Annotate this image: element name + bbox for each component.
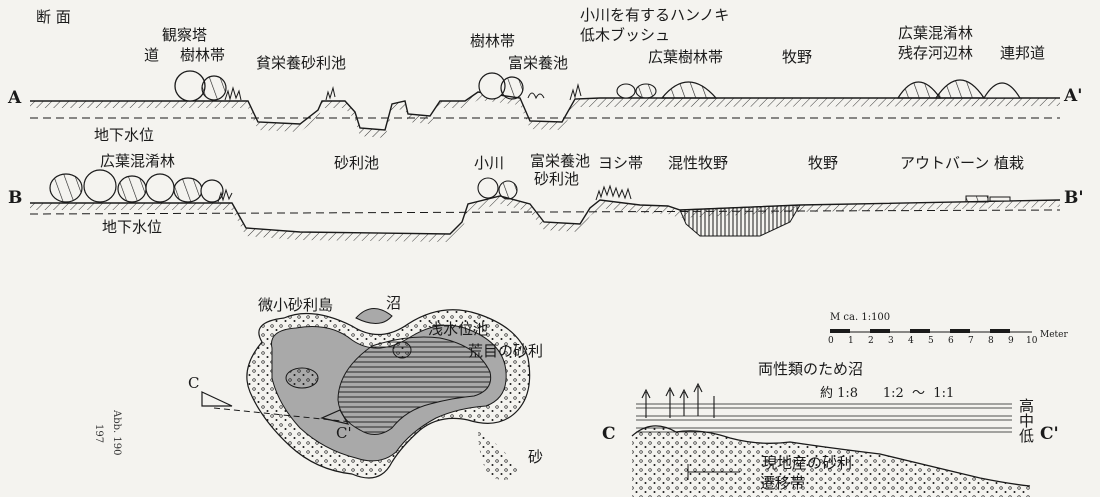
label-rich-pond-b: 富栄養池 [530, 152, 591, 170]
section-c-right-letter: C' [1040, 424, 1059, 444]
scale-tick-6: 6 [948, 336, 954, 346]
label-plan-c: C [188, 374, 200, 392]
scale-unit: Meter [1040, 330, 1068, 340]
section-c-profile [631, 329, 1032, 497]
label-road: 道 [144, 46, 160, 64]
scale-tick-3: 3 [888, 336, 894, 346]
label-gravel-pond-b2: 砂利池 [534, 170, 580, 188]
label-reed-belt: ヨシ帯 [598, 154, 644, 172]
label-broadleaf-belt: 広葉樹林帯 [648, 48, 724, 66]
section-a-right-letter: A' [1064, 86, 1083, 106]
scale-tick-1: 1 [848, 336, 854, 346]
figure-ref: Abb. 190 [111, 410, 122, 456]
section-c-left-letter: C [602, 424, 616, 444]
label-mixed-pasture: 混性牧野 [668, 154, 729, 172]
label-shallow-pond: 浅水位池 [428, 320, 489, 338]
label-poor-gravel-pond: 貧栄養砂利池 [256, 54, 347, 72]
label-tree-belt-1: 樹林帯 [180, 46, 226, 64]
level-low: 低 [1017, 428, 1035, 443]
page-number: 197 [93, 424, 104, 444]
heading: 断 面 [36, 8, 71, 26]
label-pasture-a: 牧野 [782, 48, 813, 66]
label-tree-belt-2: 樹林帯 [470, 32, 516, 50]
scale-tick-10: 10 [1026, 336, 1038, 346]
label-federal-road: 連邦道 [1000, 44, 1046, 62]
scale-tick-4: 4 [908, 336, 914, 346]
section-b-left-letter: B [8, 188, 23, 208]
scale-tick-7: 7 [968, 336, 974, 346]
section-b-profile [29, 169, 1061, 242]
label-observation-tower: 観察塔 [162, 26, 208, 44]
label-fine-gravel-island: 微小砂利島 [258, 296, 334, 314]
scale-label: M ca. 1:100 [830, 312, 891, 323]
section-a-profile [30, 70, 1060, 138]
scale-tick-9: 9 [1008, 336, 1014, 346]
level-high: 高 [1017, 398, 1035, 413]
label-rich-pond-a: 富栄養池 [508, 54, 569, 72]
scale-tick-5: 5 [928, 336, 934, 346]
label-alder-line2: 低木ブッシュ [580, 26, 671, 44]
label-groundwater-b: 地下水位 [102, 218, 163, 236]
label-pasture-b: 牧野 [808, 154, 839, 172]
section-b-right-letter: B' [1064, 188, 1084, 208]
label-autobahn: アウトバーン 植栽 [900, 154, 1025, 172]
label-gravel-pond-b: 砂利池 [334, 154, 380, 172]
level-mid: 中 [1017, 413, 1035, 428]
label-stream: 小川 [474, 154, 505, 172]
section-a-left-letter: A [8, 88, 22, 108]
label-mixed-forest-b: 広葉混淆林 [100, 152, 176, 170]
plan-view [201, 308, 531, 481]
label-riparian-forest: 残存河辺林 [898, 44, 974, 62]
label-groundwater-a: 地下水位 [94, 126, 155, 144]
label-mixed-forest-a: 広葉混淆林 [898, 24, 974, 42]
label-alder-line1: 小川を有するハンノキ [580, 6, 730, 24]
label-local-gravel: 現地産の砂利 [762, 454, 853, 472]
label-marsh: 沼 [386, 294, 402, 312]
label-plan-c-prime: C' [336, 424, 352, 442]
label-coarse-gravel: 荒目の砂利 [468, 342, 544, 360]
scale-tick-2: 2 [868, 336, 874, 346]
scale-tick-8: 8 [988, 336, 994, 346]
label-amphibian-marsh: 両性類のため沼 [758, 360, 864, 378]
water-levels: 高中低 [1017, 398, 1035, 443]
label-transition-zone: 遷移帯 [760, 474, 806, 492]
scale-tick-0: 0 [828, 336, 834, 346]
label-slope: 約 1:8 1:2 〜 1:1 [820, 386, 955, 401]
label-sand: 砂 [528, 448, 544, 466]
